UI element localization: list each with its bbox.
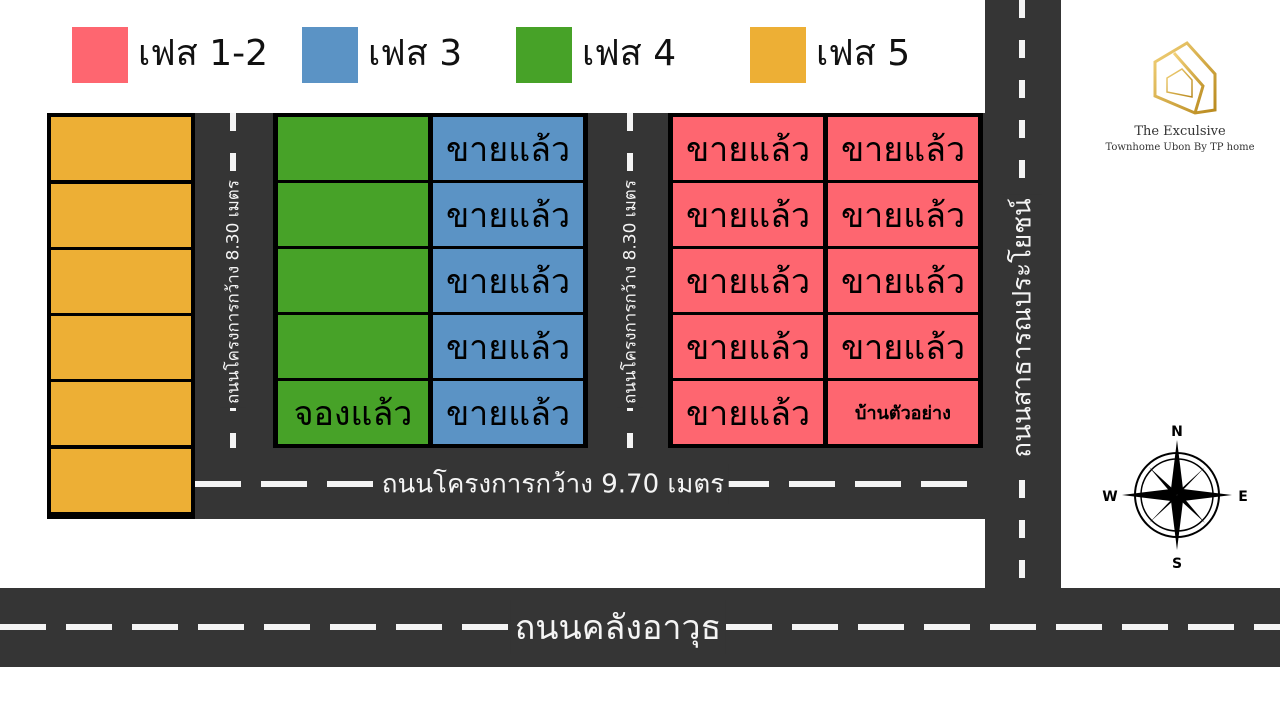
legend-swatch-phase-4 — [516, 27, 572, 83]
unit-phase-3[interactable]: ขายแล้ว — [433, 183, 583, 246]
unit-phase-1-2[interactable]: ขายแล้ว — [673, 381, 823, 444]
unit-phase-3[interactable]: ขายแล้ว — [433, 249, 583, 312]
unit-phase-1-2[interactable]: ขายแล้ว — [673, 117, 823, 180]
legend-label: เฟส 3 — [368, 33, 463, 74]
road-label-middle: ถนนโครงการกว้าง 8.30 เมตร — [616, 176, 644, 408]
brand-logo: The Exculsive Townhome Ubon By TP home — [1090, 40, 1270, 153]
unit-phase-1-2[interactable]: ขายแล้ว — [828, 183, 978, 246]
unit-phase-5[interactable] — [51, 316, 191, 379]
legend-label: เฟส 4 — [582, 33, 677, 74]
unit-phase-1-2[interactable]: ขายแล้ว — [828, 117, 978, 180]
road-label-left: ถนนโครงการกว้าง 8.30 เมตร — [219, 176, 247, 408]
unit-phase-3[interactable]: ขายแล้ว — [433, 381, 583, 444]
unit-phase-4[interactable] — [278, 117, 428, 180]
unit-phase-5[interactable] — [51, 250, 191, 313]
unit-phase-4[interactable]: จองแล้ว — [278, 381, 428, 444]
legend-swatch-phase-3 — [302, 27, 358, 83]
unit-show-house[interactable]: บ้านตัวอย่าง — [828, 381, 978, 444]
house-logo-icon — [1153, 41, 1217, 115]
road-label-bottom: ถนนคลังอาวุธ — [510, 600, 726, 654]
road-label-main: ถนนโครงการกว้าง 9.70 เมตร — [377, 463, 729, 505]
compass-n: N — [1171, 424, 1183, 440]
unit-phase-5[interactable] — [51, 117, 191, 180]
brand-name: The Exculsive — [1134, 124, 1226, 139]
unit-phase-3[interactable]: ขายแล้ว — [433, 315, 583, 378]
unit-phase-4[interactable] — [278, 315, 428, 378]
legend-label: เฟส 5 — [816, 33, 911, 74]
legend-swatch-phase-5 — [750, 27, 806, 83]
unit-phase-3[interactable]: ขายแล้ว — [433, 117, 583, 180]
unit-phase-4[interactable] — [278, 249, 428, 312]
compass-s: S — [1172, 556, 1182, 572]
unit-phase-1-2[interactable]: ขายแล้ว — [673, 315, 823, 378]
unit-phase-4[interactable] — [278, 183, 428, 246]
road-label-public: ถนนสาธารณประโยชน์ — [1001, 194, 1043, 462]
unit-phase-1-2[interactable]: ขายแล้ว — [828, 315, 978, 378]
compass-w: W — [1102, 489, 1117, 505]
compass-rose-icon: N S E W — [1102, 424, 1248, 572]
legend-label: เฟส 1-2 — [138, 33, 269, 74]
unit-phase-5[interactable] — [51, 449, 191, 512]
brand-tagline: Townhome Ubon By TP home — [1105, 142, 1255, 153]
unit-phase-5[interactable] — [51, 184, 191, 247]
unit-phase-5[interactable] — [51, 382, 191, 445]
unit-phase-1-2[interactable]: ขายแล้ว — [828, 249, 978, 312]
unit-phase-1-2[interactable]: ขายแล้ว — [673, 249, 823, 312]
unit-phase-1-2[interactable]: ขายแล้ว — [673, 183, 823, 246]
compass-e: E — [1238, 489, 1248, 505]
legend-swatch-phase-1-2 — [72, 27, 128, 83]
